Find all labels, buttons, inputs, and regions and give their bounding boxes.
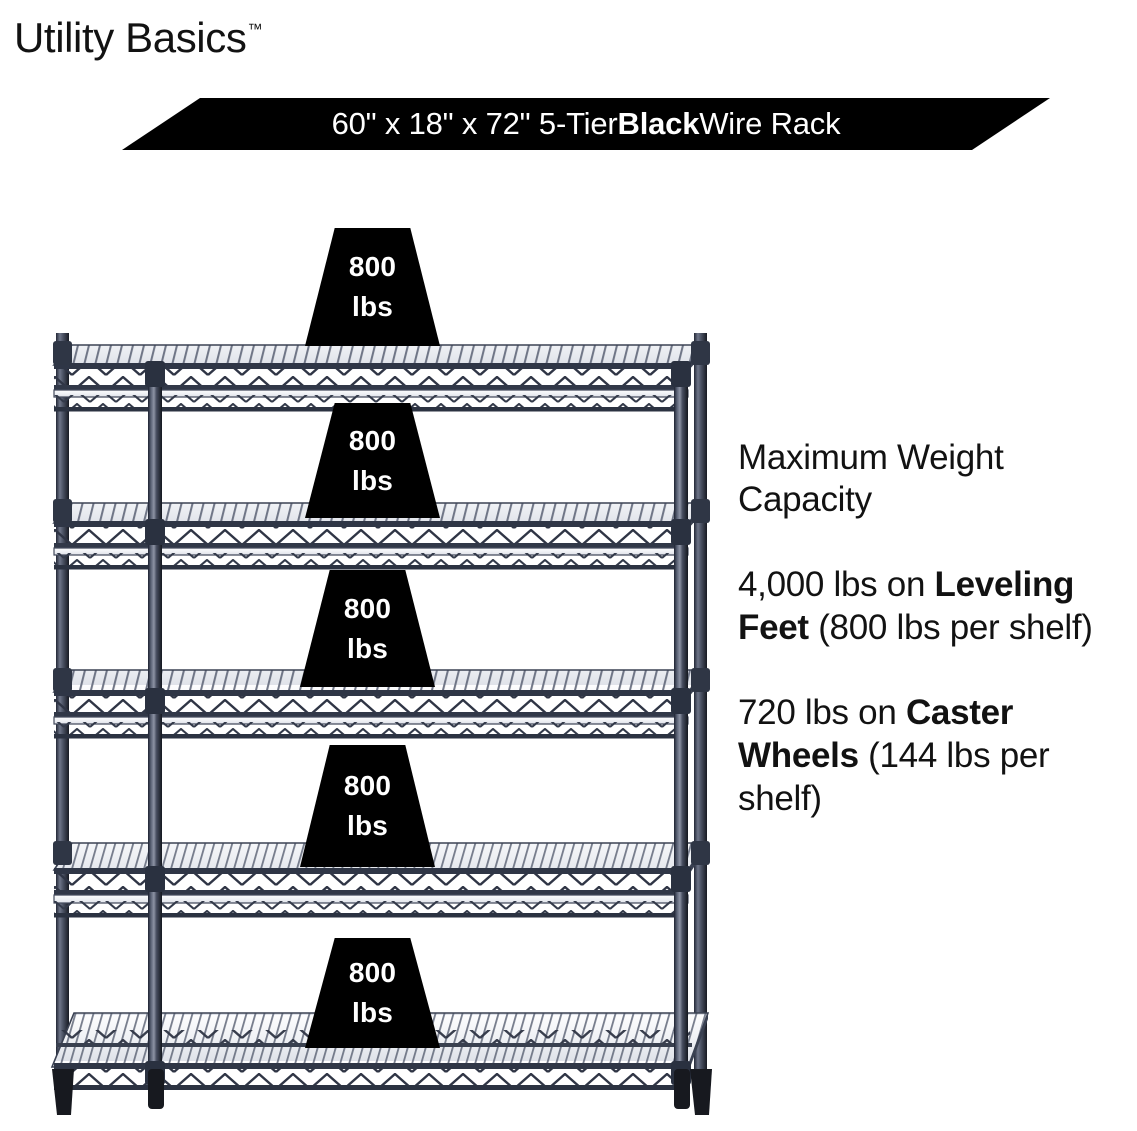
leveling-feet-lead: 4,000 lbs on	[738, 565, 935, 604]
banner-text-bold: Black	[617, 106, 700, 141]
weight-badge-unit: lbs	[351, 464, 394, 496]
weight-badge-value: 800	[348, 251, 397, 282]
shelf-tier-2	[52, 502, 708, 570]
weight-badge-value: 800	[348, 424, 397, 456]
caster-wheels-bold: Caster Wheels	[738, 693, 1014, 775]
weight-badge-value: 800	[343, 770, 392, 801]
caster-wheels-capacity: 720 lbs on Caster Wheels (144 lbs per sh…	[738, 691, 1130, 820]
leveling-feet-capacity: 4,000 lbs on Leveling Feet (800 lbs per …	[738, 563, 1130, 649]
rear-post-right	[694, 333, 707, 1073]
banner-text-tail: Wire Rack	[699, 106, 841, 141]
capacity-heading: Maximum Weight Capacity	[738, 438, 1004, 519]
weight-badge-value: 800	[343, 592, 392, 624]
caster-wheels-lead: 720 lbs on	[738, 693, 906, 732]
leveling-feet-tail: (800 lbs per shelf)	[808, 608, 1093, 647]
title-banner-text: 60" x 18" x 72" 5-Tier Black Wire Rack	[122, 98, 1050, 150]
capacity-info-block: Maximum Weight Capacity 4,000 lbs on Lev…	[738, 437, 1130, 820]
banner-text-lead: 60" x 18" x 72" 5-Tier	[331, 106, 618, 141]
trademark-symbol: ™	[247, 21, 263, 38]
front-post-right	[674, 361, 688, 1073]
weight-badge-unit: lbs	[346, 632, 389, 664]
weight-badge-unit: lbs	[351, 997, 394, 1028]
weight-badge-tier-1: 800 lbs	[305, 228, 440, 346]
weight-badge-unit: lbs	[346, 810, 389, 841]
caster-wheels-tail: (144 lbs per shelf)	[738, 736, 1050, 818]
leveling-feet	[52, 1069, 712, 1115]
front-post-left	[148, 361, 162, 1073]
title-banner: 60" x 18" x 72" 5-Tier Black Wire Rack	[122, 98, 1050, 150]
weight-badge-unit: lbs	[351, 291, 394, 322]
brand-wordmark: Utility Basics™	[14, 6, 262, 62]
weight-badge-value: 800	[348, 957, 397, 988]
brand-name: Utility Basics	[14, 14, 247, 61]
leveling-feet-bold: Leveling Feet	[738, 565, 1075, 647]
